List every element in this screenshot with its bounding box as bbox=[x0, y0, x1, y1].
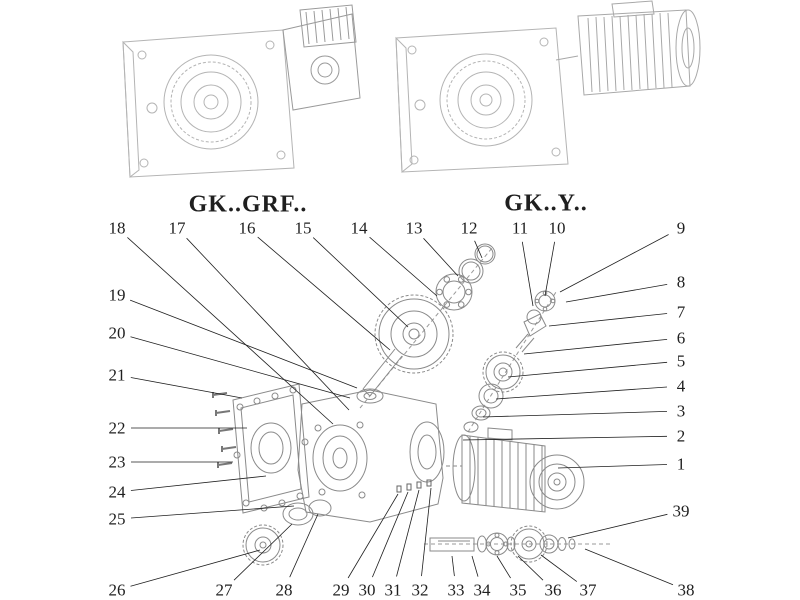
callout-24: 24 bbox=[106, 482, 128, 502]
callout-39: 39 bbox=[670, 501, 692, 521]
leader-line-6 bbox=[523, 339, 668, 355]
callout-18: 18 bbox=[106, 218, 128, 238]
leader-line-39 bbox=[567, 513, 668, 539]
leader-line-21 bbox=[130, 377, 243, 399]
callout-7: 7 bbox=[674, 302, 688, 322]
leader-line-35 bbox=[496, 555, 511, 579]
callout-2: 2 bbox=[674, 426, 688, 446]
gear-housing bbox=[297, 388, 445, 523]
flange-screws bbox=[212, 392, 237, 468]
callout-20: 20 bbox=[106, 323, 128, 343]
callout-36: 36 bbox=[542, 580, 564, 600]
leader-line-14 bbox=[369, 236, 438, 297]
bevel-pinion-stack bbox=[463, 290, 557, 433]
leader-line-34 bbox=[471, 555, 479, 577]
gearbox-grf-drawing bbox=[122, 4, 361, 178]
grf-input-flange bbox=[282, 4, 361, 111]
output-shaft-assembly bbox=[424, 525, 612, 563]
callout-6: 6 bbox=[674, 328, 688, 348]
leader-line-13 bbox=[423, 238, 459, 277]
leader-line-25 bbox=[130, 505, 295, 519]
callout-16: 16 bbox=[236, 218, 258, 238]
callout-4: 4 bbox=[674, 376, 688, 396]
leader-line-30 bbox=[372, 491, 409, 578]
leader-lines bbox=[127, 234, 674, 587]
leader-line-17 bbox=[186, 237, 350, 411]
leader-line-33 bbox=[451, 555, 455, 577]
bottom-cover-parts bbox=[242, 499, 332, 566]
callout-38: 38 bbox=[675, 580, 697, 600]
callout-8: 8 bbox=[674, 272, 688, 292]
housing-bolts bbox=[396, 479, 432, 493]
leader-line-5 bbox=[507, 361, 668, 378]
callout-15: 15 bbox=[292, 218, 314, 238]
leader-line-1 bbox=[557, 464, 668, 469]
motor bbox=[446, 427, 585, 513]
leader-line-31 bbox=[396, 489, 420, 577]
callout-14: 14 bbox=[348, 218, 370, 238]
mounting-flange bbox=[232, 383, 310, 514]
callout-23: 23 bbox=[106, 452, 128, 472]
leader-line-12 bbox=[474, 240, 483, 259]
leader-line-27 bbox=[233, 523, 293, 581]
callout-26: 26 bbox=[106, 580, 128, 600]
leader-line-8 bbox=[565, 284, 668, 303]
callout-37: 37 bbox=[577, 580, 599, 600]
leader-line-16 bbox=[257, 236, 391, 351]
leader-line-15 bbox=[312, 237, 409, 328]
leader-line-11 bbox=[521, 241, 534, 307]
y-motor bbox=[555, 0, 701, 96]
leader-line-18 bbox=[127, 237, 334, 425]
leader-line-38 bbox=[584, 548, 674, 586]
callout-30: 30 bbox=[356, 580, 378, 600]
callout-29: 29 bbox=[330, 580, 352, 600]
leader-line-36 bbox=[517, 555, 544, 581]
leader-line-19 bbox=[129, 299, 358, 389]
leader-line-2 bbox=[462, 435, 668, 441]
callout-25: 25 bbox=[106, 509, 128, 529]
gearbox-y-drawing bbox=[395, 0, 701, 174]
leader-line-26 bbox=[130, 549, 261, 587]
leader-line-7 bbox=[548, 313, 668, 327]
callout-21: 21 bbox=[106, 365, 128, 385]
leader-line-20 bbox=[130, 336, 351, 399]
callout-13: 13 bbox=[403, 218, 425, 238]
leader-line-24 bbox=[130, 475, 267, 491]
leader-line-28 bbox=[289, 513, 319, 578]
leader-line-3 bbox=[482, 411, 668, 418]
leader-line-4 bbox=[495, 386, 668, 400]
callout-1: 1 bbox=[674, 454, 688, 474]
callout-28: 28 bbox=[273, 580, 295, 600]
callout-12: 12 bbox=[458, 218, 480, 238]
input-gear-stack bbox=[359, 243, 496, 409]
callout-5: 5 bbox=[674, 351, 688, 371]
leader-line-10 bbox=[544, 241, 555, 297]
callout-22: 22 bbox=[106, 418, 128, 438]
callout-35: 35 bbox=[507, 580, 529, 600]
callout-19: 19 bbox=[106, 285, 128, 305]
callout-10: 10 bbox=[546, 218, 568, 238]
callout-33: 33 bbox=[445, 580, 467, 600]
leader-line-29 bbox=[347, 493, 399, 579]
leader-line-37 bbox=[540, 554, 578, 582]
leader-line-9 bbox=[559, 234, 669, 293]
variant-label-grf: GK..GRF.. bbox=[188, 191, 308, 218]
callout-17: 17 bbox=[166, 218, 188, 238]
leader-line-32 bbox=[421, 487, 432, 577]
callout-3: 3 bbox=[674, 401, 688, 421]
callout-34: 34 bbox=[471, 580, 493, 600]
callout-9: 9 bbox=[674, 218, 688, 238]
callout-31: 31 bbox=[382, 580, 404, 600]
exploded-view-drawing bbox=[212, 243, 612, 566]
callout-32: 32 bbox=[409, 580, 431, 600]
callout-11: 11 bbox=[509, 218, 531, 238]
variant-label-y: GK..Y.. bbox=[504, 190, 588, 217]
callout-27: 27 bbox=[213, 580, 235, 600]
